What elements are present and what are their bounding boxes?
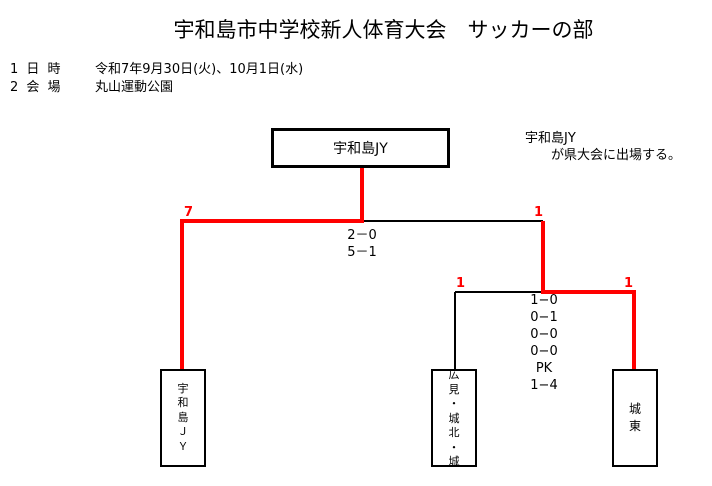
score: 0−0: [530, 344, 558, 359]
team-char: 東: [628, 419, 641, 433]
team-char: 城: [448, 411, 460, 425]
score: 1−4: [530, 378, 558, 393]
team-box-joto: 城東: [612, 369, 658, 467]
team-char: 宇: [177, 381, 189, 395]
team-char: 和: [177, 396, 189, 410]
page-title: 宇和島市中学校新人体育大会 サッカーの部: [173, 18, 594, 42]
final-left-mark: 7: [184, 205, 194, 220]
score: 0−0: [530, 327, 558, 342]
info-venue: 2 会 場 丸山運動公園: [10, 76, 173, 95]
final-right-mark: 1: [534, 205, 544, 220]
note-line2: が県大会に出場する。: [551, 148, 682, 163]
note-line1: 宇和島JY: [525, 131, 576, 146]
team-char: 北: [448, 426, 460, 439]
team-char: 広: [448, 369, 460, 381]
team-char: 城: [448, 455, 460, 467]
score: PK: [535, 361, 553, 376]
score: 2－0: [347, 228, 377, 243]
date-value: 令和7年9月30日(火)、10月1日(水): [95, 62, 304, 77]
winner-box: 宇和島JY: [271, 128, 450, 168]
venue-value: 丸山運動公園: [95, 80, 174, 95]
winner-path-final: [180, 165, 364, 369]
venue-label: 2 会 場: [10, 80, 63, 95]
team-char: 見: [448, 382, 460, 396]
info-date: 1 日 時 令和7年9月30日(火)、10月1日(水): [10, 58, 303, 77]
score: 5－1: [347, 245, 377, 260]
score: 1−0: [530, 293, 558, 308]
team-char: 島: [177, 410, 189, 424]
team-char: 城: [628, 402, 641, 416]
qualification-note: 宇和島JY が県大会に出場する。: [525, 130, 681, 164]
winner-path-semi: [541, 221, 636, 369]
semi-right-mark: 1: [624, 276, 634, 291]
team-char: ・: [448, 397, 460, 410]
semi-left-mark: 1: [456, 276, 466, 291]
team-char: Ｊ: [177, 425, 189, 439]
team-box-hiromi-johoku-jonan: 広見・城北・城南: [431, 369, 477, 467]
score: 0−1: [530, 310, 558, 325]
team-char: Ｙ: [177, 439, 189, 453]
date-label: 1 日 時: [10, 62, 63, 77]
team-char: ・: [448, 440, 460, 454]
